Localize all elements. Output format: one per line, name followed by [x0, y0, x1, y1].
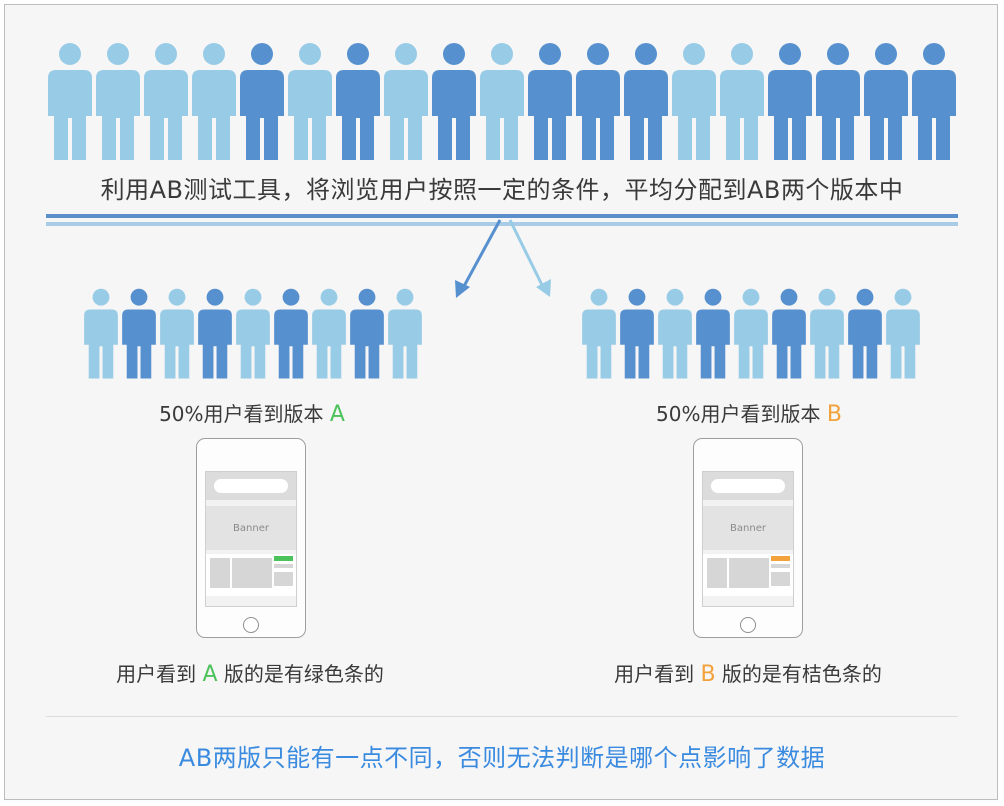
divider-line: [46, 716, 958, 717]
arrow-head-b-icon: [536, 279, 551, 297]
person-icon: [816, 43, 860, 160]
content-card: [707, 558, 727, 588]
color-strip-a: [274, 556, 293, 561]
person-icon: [84, 288, 118, 379]
person-icon: [672, 43, 716, 160]
person-icon: [312, 288, 346, 379]
content-area-a: [206, 554, 296, 596]
person-icon: [274, 288, 308, 379]
person-icon: [886, 288, 920, 379]
person-icon: [768, 43, 812, 160]
banner-a: Banner: [206, 506, 296, 550]
person-icon: [810, 288, 844, 379]
phone-screen-b: Banner: [702, 471, 794, 607]
caption-version-a: 50%用户看到版本 A: [72, 398, 432, 427]
person-icon: [160, 288, 194, 379]
content-card: [749, 558, 769, 588]
user-crowd-all: [46, 42, 958, 162]
person-icon: [336, 43, 380, 160]
content-card: [232, 558, 252, 588]
person-icon: [236, 288, 270, 379]
split-line-light: [46, 222, 958, 226]
person-icon: [192, 43, 236, 160]
person-icon: [384, 43, 428, 160]
note-version-b: 用户看到 B 版的是有桔色条的: [568, 658, 928, 687]
person-icon: [658, 288, 692, 379]
phone-mockup-b: Banner: [693, 438, 803, 638]
caption-b-text: 50%用户看到版本: [656, 402, 827, 426]
content-card: [252, 558, 272, 588]
person-icon: [848, 288, 882, 379]
person-icon: [350, 288, 384, 379]
person-icon: [48, 43, 92, 160]
person-icon: [734, 288, 768, 379]
person-icon: [432, 43, 476, 160]
note-a-prefix: 用户看到: [116, 662, 203, 686]
person-icon: [388, 288, 422, 379]
note-a-letter: A: [202, 662, 218, 687]
home-button-a: [243, 617, 259, 633]
person-icon: [864, 43, 908, 160]
phone-screen-a: Banner: [205, 471, 297, 607]
screen-header-b: [703, 472, 793, 500]
arrow-to-b-icon: [508, 219, 545, 288]
user-crowd-a: [82, 288, 424, 380]
screen-header-a: [206, 472, 296, 500]
person-icon: [772, 288, 806, 379]
person-icon: [198, 288, 232, 379]
content-box: [274, 572, 293, 586]
arrow-to-a-icon: [461, 219, 502, 289]
person-icon: [912, 43, 956, 160]
search-bar-a: [214, 479, 288, 493]
person-icon: [122, 288, 156, 379]
note-a-suffix: 版的是有绿色条的: [217, 662, 384, 686]
caption-version-b: 50%用户看到版本 B: [569, 398, 929, 427]
color-strip-b: [771, 556, 790, 561]
person-icon: [240, 43, 284, 160]
conclusion-text: AB两版只能有一点不同，否则无法判断是哪个点影响了数据: [178, 744, 826, 772]
person-icon: [144, 43, 188, 160]
person-icon: [480, 43, 524, 160]
person-icon: [720, 43, 764, 160]
content-line: [771, 564, 790, 568]
arrow-head-a-icon: [455, 280, 470, 298]
person-icon: [288, 43, 332, 160]
content-box: [771, 572, 790, 586]
content-area-b: [703, 554, 793, 596]
person-icon: [696, 288, 730, 379]
person-icon: [624, 43, 668, 160]
content-card: [729, 558, 749, 588]
caption-a-text: 50%用户看到版本: [159, 402, 330, 426]
home-button-b: [740, 617, 756, 633]
person-icon: [620, 288, 654, 379]
note-b-prefix: 用户看到: [614, 662, 701, 686]
caption-a-letter: A: [329, 402, 345, 427]
note-version-a: 用户看到 A 版的是有绿色条的: [70, 658, 430, 687]
headline-text: 利用AB测试工具，将浏览用户按照一定的条件，平均分配到AB两个版本中: [100, 176, 904, 204]
user-crowd-b: [580, 288, 922, 380]
note-b-suffix: 版的是有桔色条的: [715, 662, 882, 686]
phone-mockup-a: Banner: [196, 438, 306, 638]
person-icon: [582, 288, 616, 379]
search-bar-b: [711, 479, 785, 493]
person-icon: [576, 43, 620, 160]
split-line-dark: [46, 214, 958, 218]
banner-b: Banner: [703, 506, 793, 550]
person-icon: [528, 43, 572, 160]
content-card: [210, 558, 230, 588]
note-b-letter: B: [700, 662, 716, 687]
person-icon: [96, 43, 140, 160]
content-line: [274, 564, 293, 568]
caption-b-letter: B: [826, 402, 842, 427]
